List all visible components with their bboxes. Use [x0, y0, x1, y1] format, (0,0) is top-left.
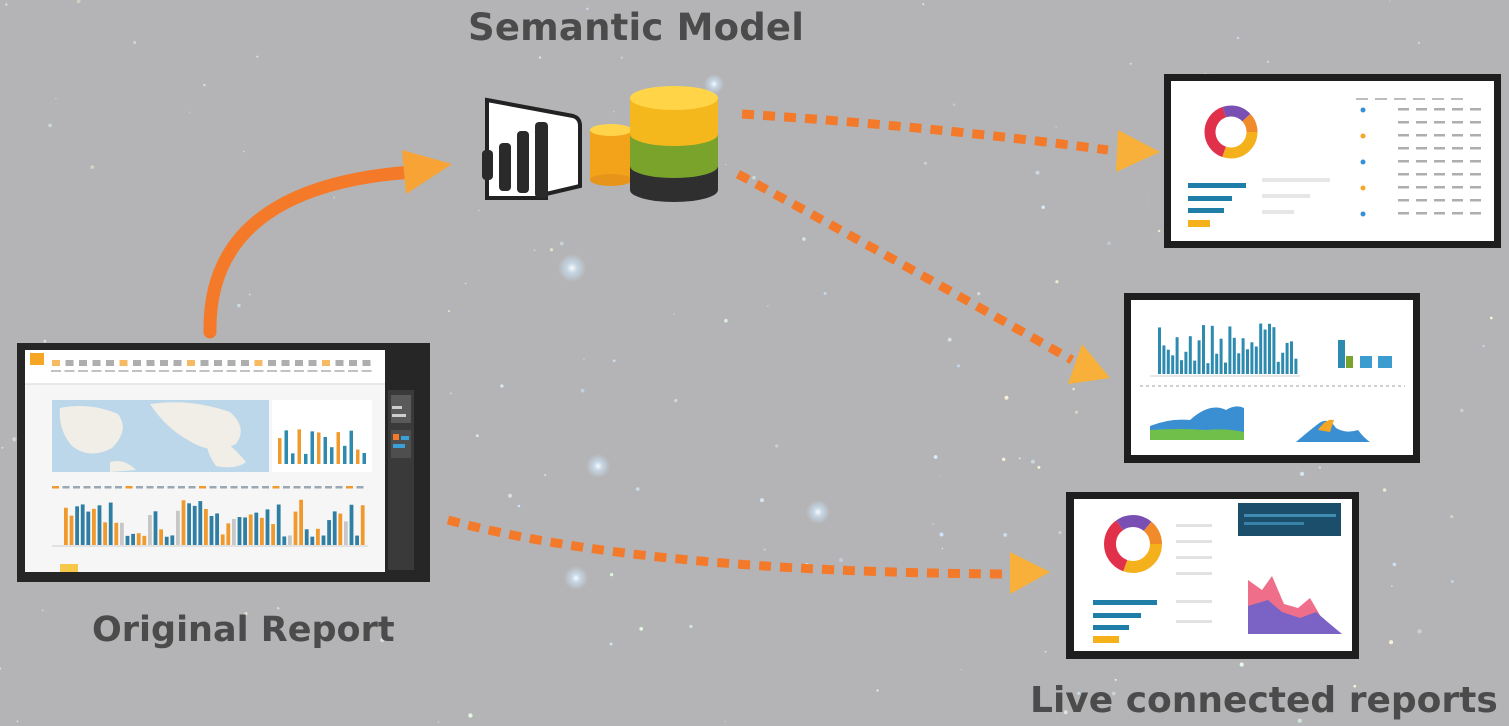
donut-chart-icon: [1204, 105, 1258, 159]
data-table: [1356, 98, 1481, 217]
live-report-2: [1124, 293, 1420, 463]
connection-arrow-top: [741, 109, 1160, 172]
live-reports-label: Live connected reports: [1030, 680, 1498, 721]
map-visual: [52, 400, 269, 472]
publish-arrow: [203, 150, 452, 339]
column-chart: [278, 429, 366, 464]
area-chart-2: [1296, 419, 1370, 442]
powerbi-logo-icon: [482, 97, 582, 200]
connection-arrow-bottom: [446, 515, 1050, 594]
semantic-model-label: Semantic Model: [468, 6, 805, 49]
area-chart: [1248, 576, 1342, 634]
ribbon-toolbar: [51, 360, 372, 372]
bar-chart: [64, 499, 365, 545]
donut-chart-icon: [1104, 515, 1162, 573]
database-cylinder-icon: [590, 74, 724, 202]
area-chart: [1150, 406, 1244, 440]
live-report-3: [1066, 492, 1359, 659]
report-text-row: [52, 486, 364, 489]
original-report-screen: [17, 343, 430, 582]
connection-arrow-middle: [735, 170, 1110, 384]
original-report-label: Original Report: [92, 610, 395, 650]
column-chart: [1150, 323, 1300, 377]
live-report-1: [1164, 74, 1501, 248]
